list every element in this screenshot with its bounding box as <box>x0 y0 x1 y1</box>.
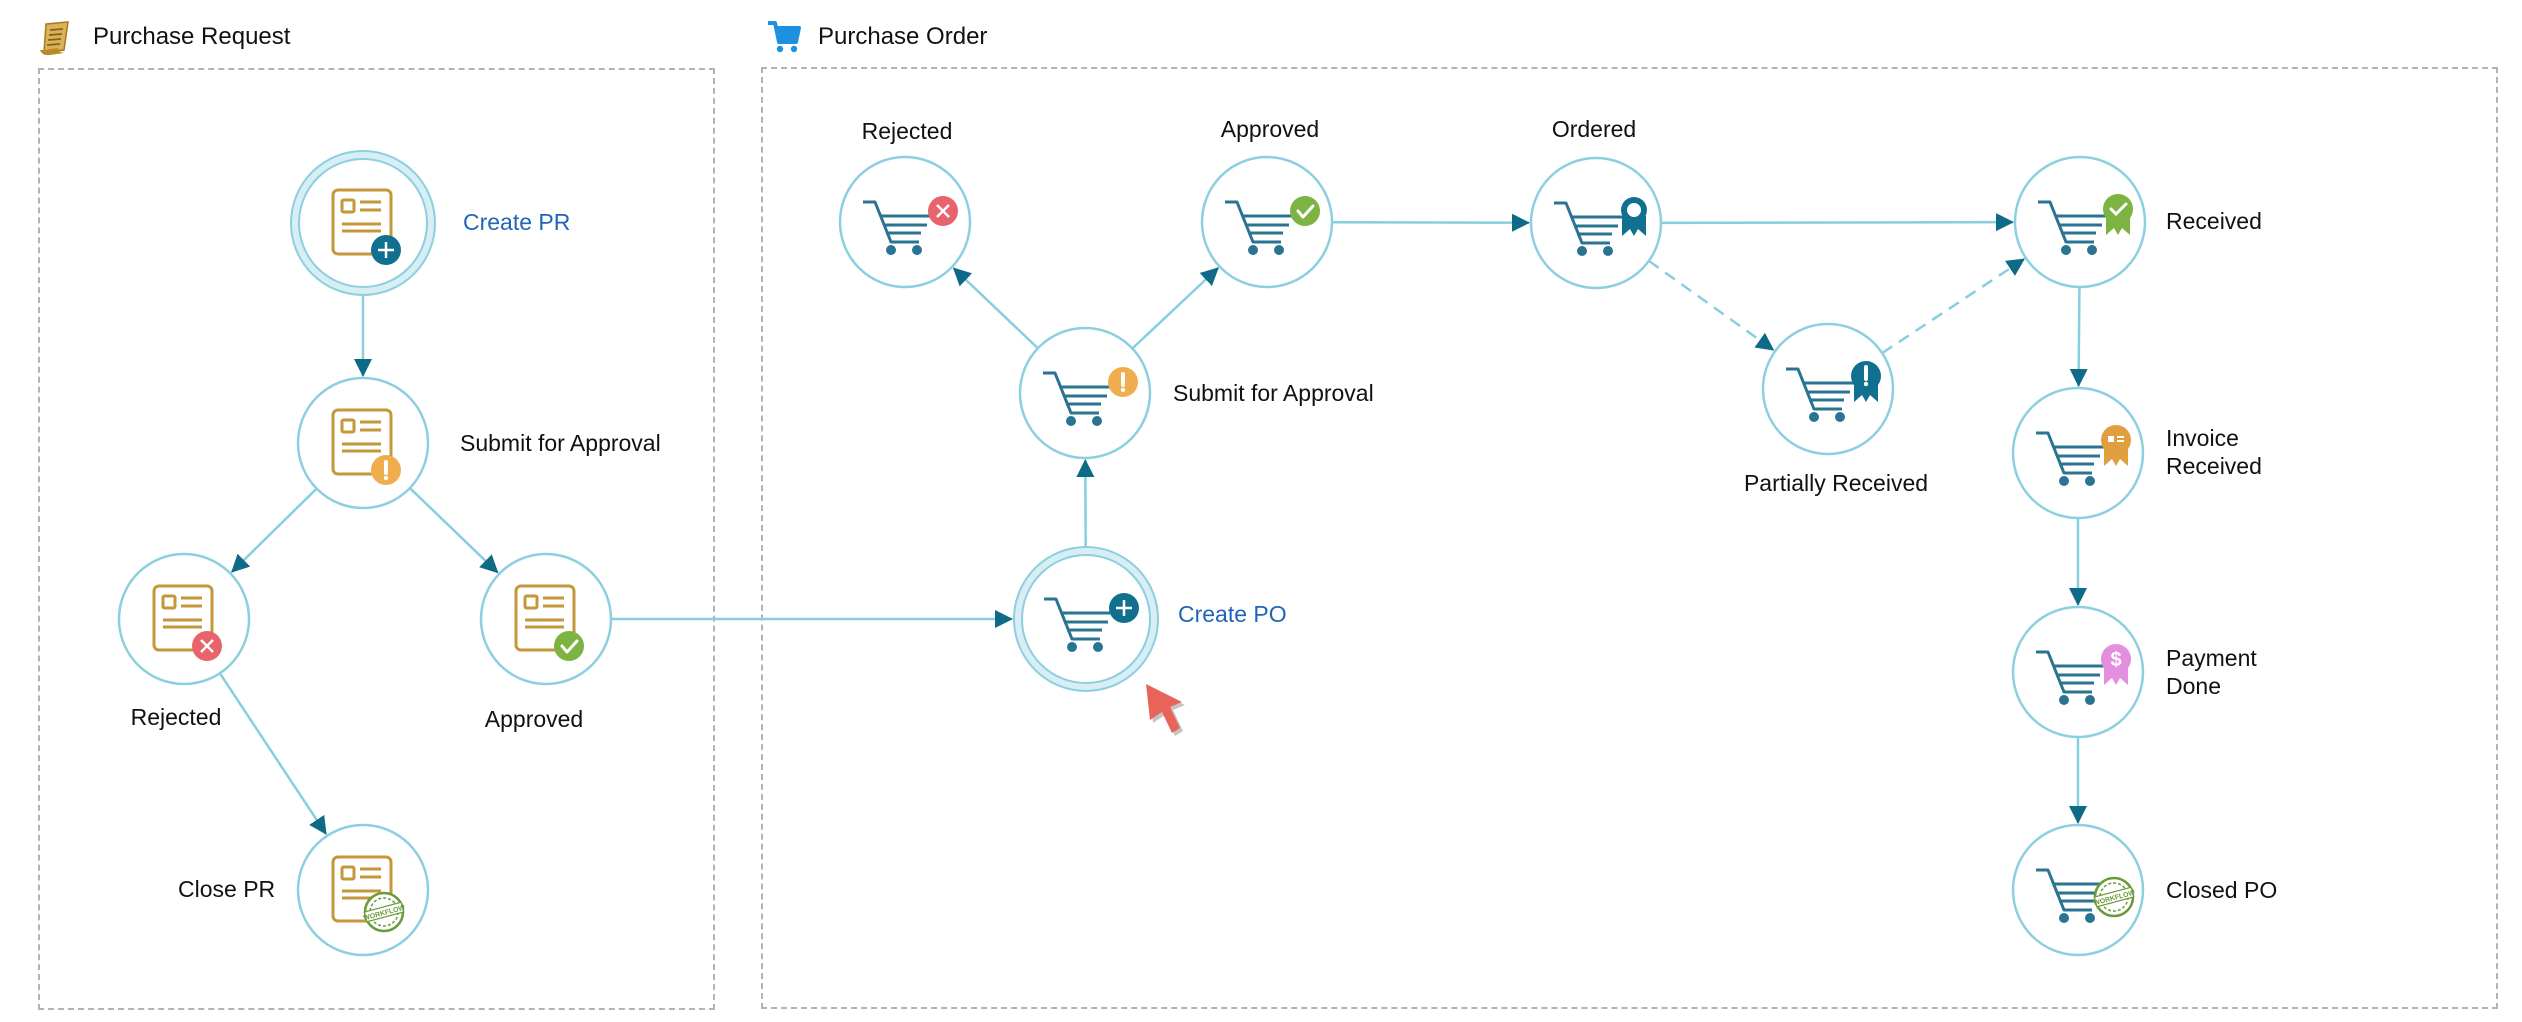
node-label-po-approved: Approved <box>1220 116 1320 142</box>
cart-icon <box>2036 431 2106 486</box>
node-label-pr-submit: Submit for Approval <box>460 430 661 456</box>
plus-badge-icon <box>1109 593 1139 623</box>
cart-icon <box>1554 201 1624 256</box>
shopping-cart-icon <box>766 20 802 59</box>
node-label-po-invoice: Invoice Received <box>2166 425 2262 479</box>
check-badge-icon <box>1290 196 1320 226</box>
cart-icon <box>1225 200 1295 255</box>
node-label-pr-approved: Approved <box>484 706 584 732</box>
reject-badge-icon <box>928 196 958 226</box>
mouse-cursor-icon <box>1140 678 1190 747</box>
node-label-po-payment: Payment Done <box>2166 645 2257 699</box>
reject-badge-icon <box>192 631 222 661</box>
purchase-request-group <box>38 68 715 1010</box>
closed-stamp-icon: WORKFLOW <box>2093 876 2136 918</box>
node-pr-submit[interactable] <box>296 376 430 510</box>
node-po-received[interactable] <box>2013 155 2147 289</box>
node-label-pr-rejected: Rejected <box>130 704 222 730</box>
edge-po-ordered-to-po-received <box>1660 213 2015 232</box>
node-label-po-rejected: Rejected <box>861 118 953 144</box>
edge-po-submit-to-po-rejected <box>952 267 1039 350</box>
cart-icon <box>2036 650 2106 705</box>
node-po-rejected[interactable] <box>838 155 972 289</box>
scroll-document-icon <box>38 20 72 63</box>
cart-icon <box>2038 200 2108 255</box>
cart-icon <box>863 200 933 255</box>
node-pr-close[interactable]: WORKFLOW <box>296 823 430 957</box>
node-label-po-submit: Submit for Approval <box>1173 380 1374 406</box>
node-label-pr-create: Create PR <box>463 209 571 235</box>
award-dollar-icon: $ <box>2101 644 2131 685</box>
svg-text:$: $ <box>2110 649 2121 671</box>
warning-badge-icon <box>1108 367 1138 397</box>
check-badge-icon <box>554 631 584 661</box>
cart-icon <box>1044 597 1114 652</box>
node-po-create[interactable] <box>1013 546 1159 692</box>
warning-badge-icon <box>371 455 401 485</box>
node-label-pr-close: Close PR <box>178 876 276 902</box>
document-icon <box>514 584 576 652</box>
node-pr-rejected[interactable] <box>117 552 251 686</box>
plus-badge-icon <box>371 235 401 265</box>
node-po-invoice[interactable] <box>2011 386 2145 520</box>
cart-icon <box>2036 868 2106 923</box>
document-icon <box>331 188 393 256</box>
node-pr-approved[interactable] <box>479 552 613 686</box>
closed-stamp-icon: WORKFLOW <box>363 891 406 933</box>
edge-po-submit-to-po-approved <box>1131 266 1220 350</box>
award-ribbon-icon <box>1621 197 1647 236</box>
node-label-po-partial: Partially Received <box>1743 470 1929 496</box>
edge-pr-submit-to-pr-approved <box>408 487 499 574</box>
node-label-po-ordered: Ordered <box>1551 116 1637 142</box>
cart-icon <box>1786 367 1856 422</box>
node-label-po-closed: Closed PO <box>2166 877 2278 903</box>
section-title-purchase-order: Purchase Order <box>818 23 988 50</box>
node-po-payment[interactable]: $ <box>2011 605 2145 739</box>
purchase-order-group <box>761 67 2498 1009</box>
node-label-po-received: Received <box>2166 208 2262 234</box>
edge-pr-rejected-to-pr-close <box>218 672 328 835</box>
document-icon <box>331 408 393 476</box>
cart-icon <box>1043 371 1113 426</box>
edge-po-partial-to-po-received <box>1881 257 2025 355</box>
node-label-po-create: Create PO <box>1178 601 1287 627</box>
node-po-submit[interactable] <box>1018 326 1152 460</box>
award-check-icon <box>2103 194 2133 235</box>
node-pr-create[interactable] <box>290 150 436 296</box>
node-po-ordered[interactable] <box>1529 156 1663 290</box>
award-invoice-icon <box>2101 425 2131 466</box>
edge-po-approved-to-po-ordered <box>1331 213 1531 232</box>
edge-po-ordered-to-po-partial <box>1648 259 1775 352</box>
node-po-approved[interactable] <box>1200 155 1334 289</box>
award-warning-icon <box>1851 361 1881 402</box>
edge-pr-submit-to-pr-rejected <box>230 487 318 573</box>
document-icon <box>152 584 214 652</box>
section-title-purchase-request: Purchase Request <box>93 23 291 50</box>
node-po-closed[interactable]: WORKFLOW <box>2011 823 2145 957</box>
edge-po-received-to-po-invoice <box>2069 286 2088 388</box>
node-po-partial[interactable] <box>1761 322 1895 456</box>
